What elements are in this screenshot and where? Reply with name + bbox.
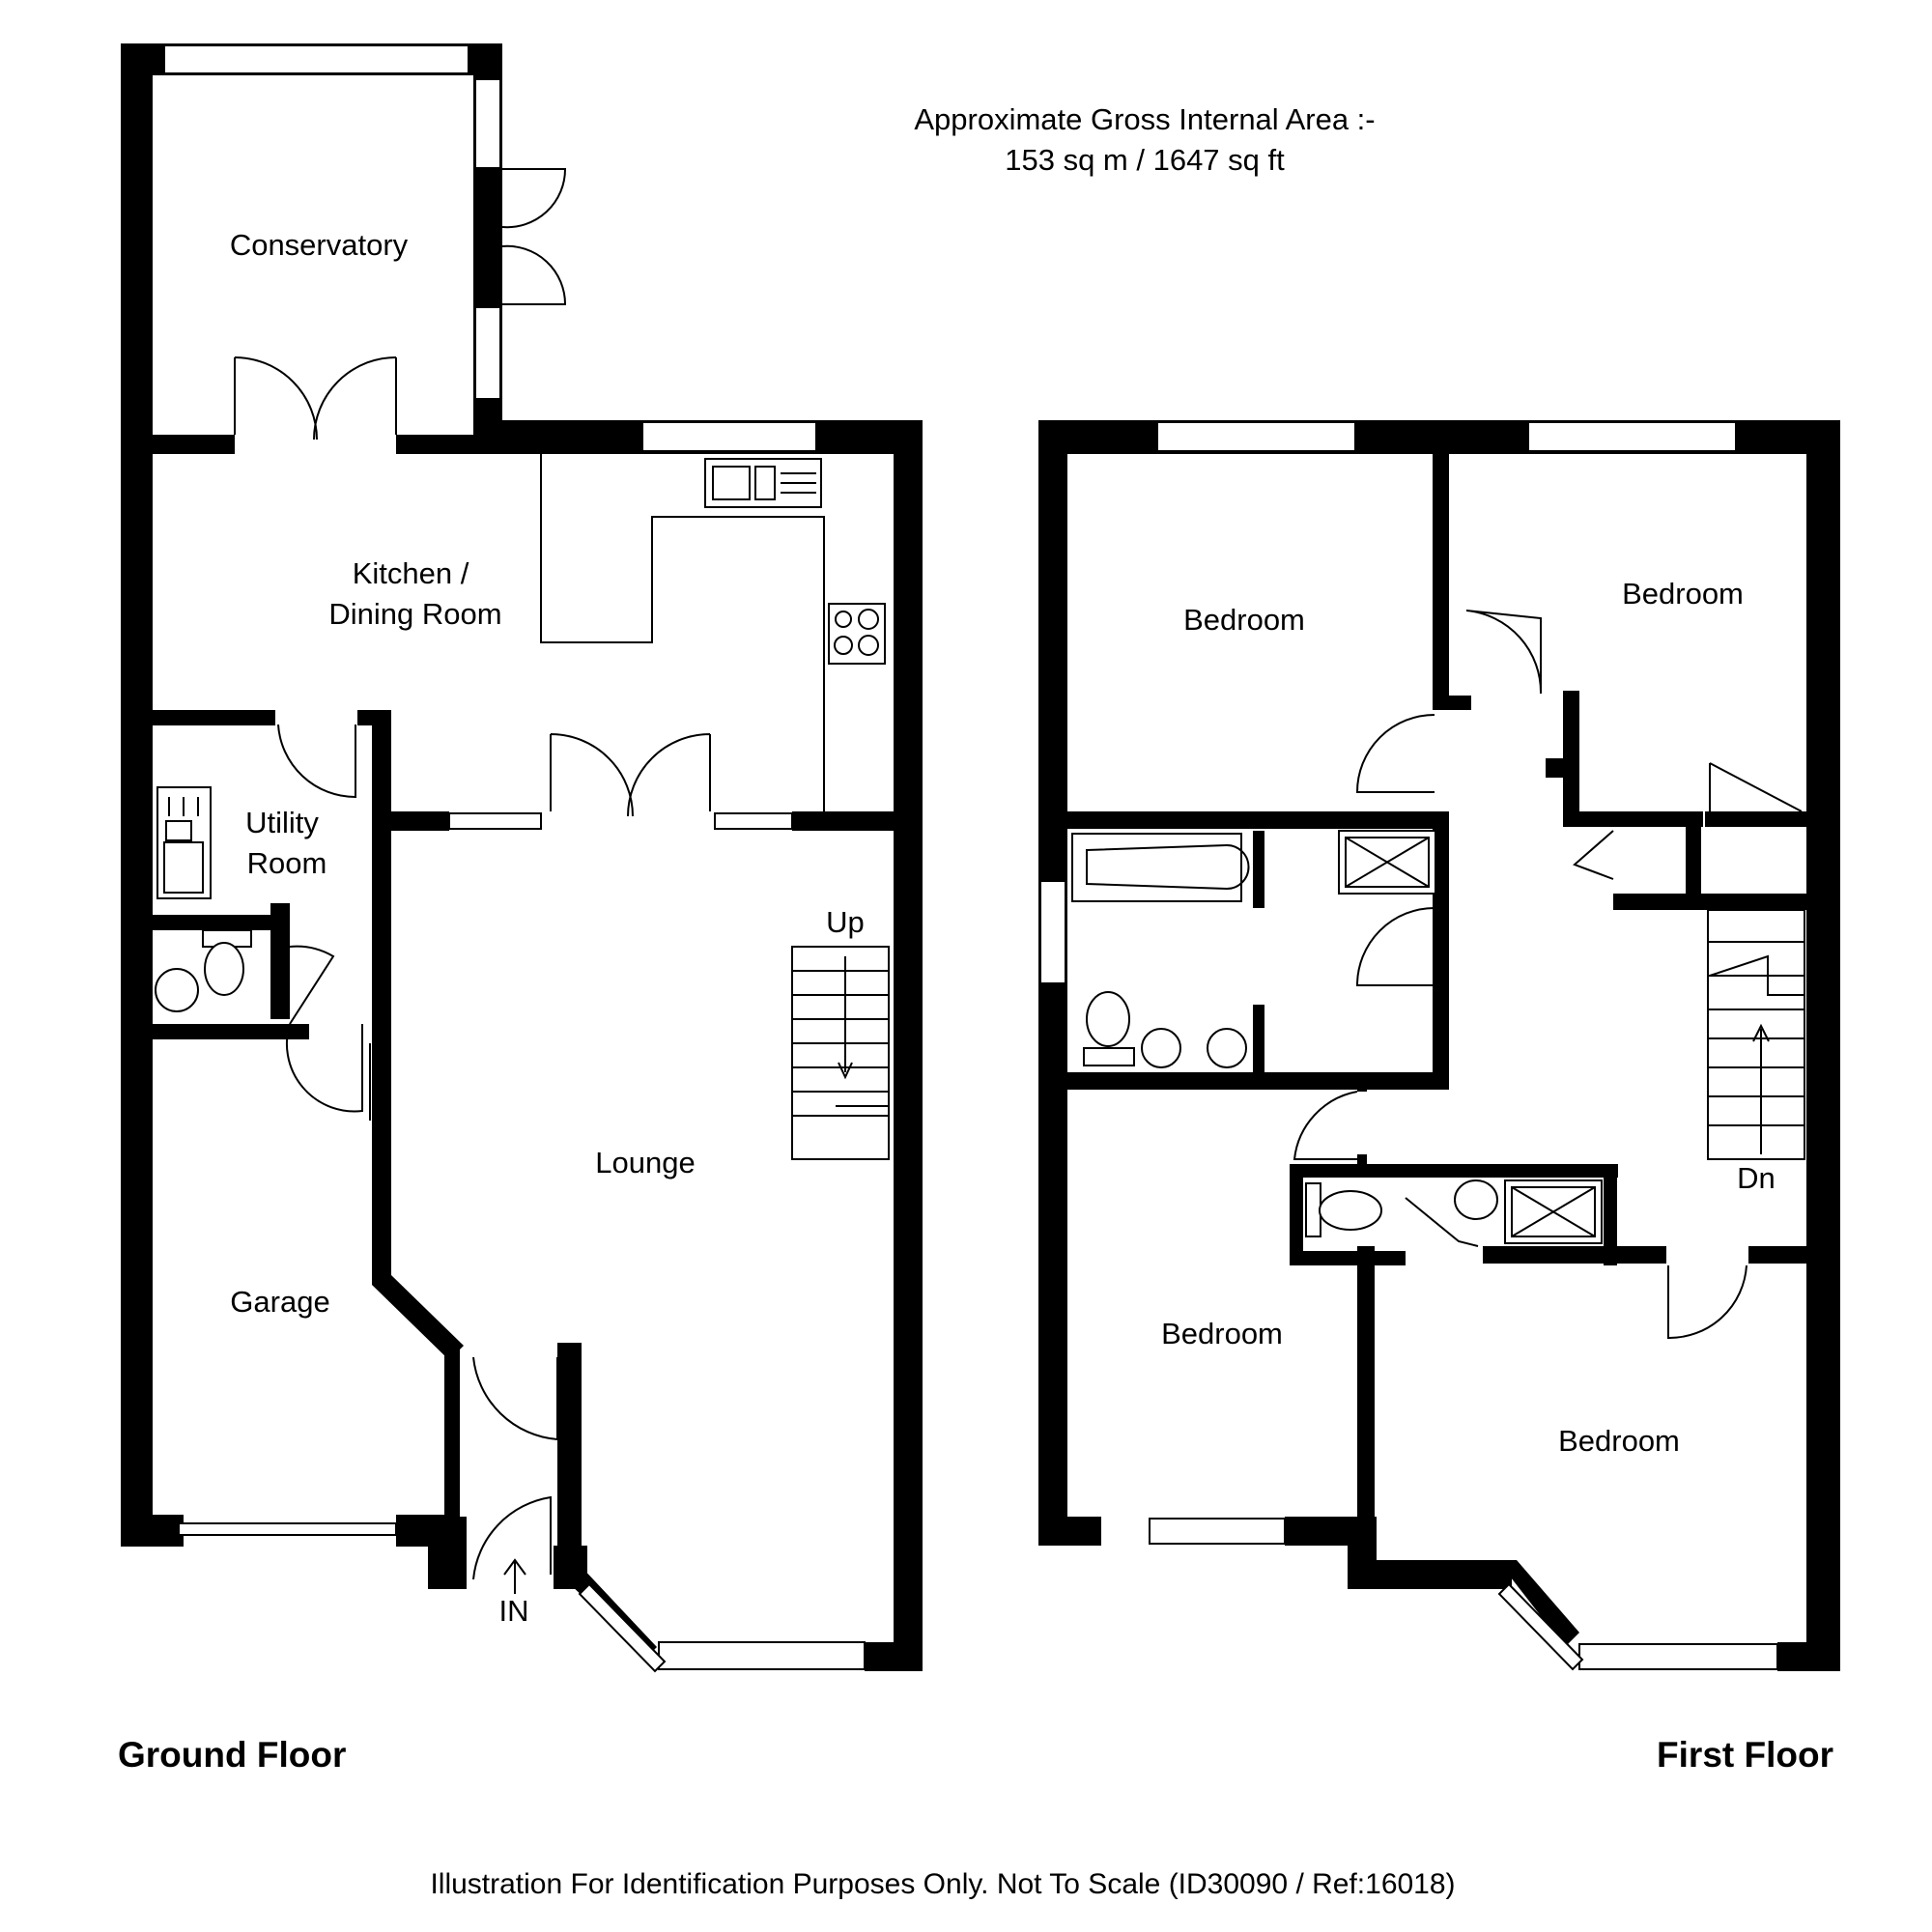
room-label-bedroom-bottom-left: Bedroom bbox=[1161, 1317, 1283, 1350]
first-floor-plan bbox=[1038, 420, 1840, 1671]
room-label-bedroom-top-right: Bedroom bbox=[1622, 577, 1744, 611]
room-label-utility-line1: Utility bbox=[245, 806, 319, 839]
ground-floor-title: Ground Floor bbox=[118, 1735, 346, 1775]
entrance-label: IN bbox=[499, 1594, 529, 1628]
room-label-utility-line2: Room bbox=[247, 846, 327, 880]
stairs-up-label: Up bbox=[826, 905, 865, 939]
stairs-down-label: Dn bbox=[1737, 1161, 1776, 1195]
room-label-conservatory: Conservatory bbox=[230, 228, 409, 262]
ground-floor-plan bbox=[121, 43, 923, 1673]
room-label-bedroom-bottom-right: Bedroom bbox=[1558, 1424, 1680, 1458]
room-label-garage: Garage bbox=[230, 1285, 329, 1319]
room-label-bedroom-top-left: Bedroom bbox=[1183, 603, 1305, 637]
first-floor-title: First Floor bbox=[1657, 1735, 1833, 1775]
area-title: Approximate Gross Internal Area :- bbox=[914, 102, 1375, 136]
area-value: 153 sq m / 1647 sq ft bbox=[1005, 143, 1285, 177]
room-label-lounge: Lounge bbox=[595, 1146, 695, 1179]
room-label-kitchen-line2: Dining Room bbox=[328, 597, 501, 631]
room-label-kitchen-line1: Kitchen / bbox=[353, 556, 469, 590]
disclaimer: Illustration For Identification Purposes… bbox=[430, 1868, 1455, 1900]
